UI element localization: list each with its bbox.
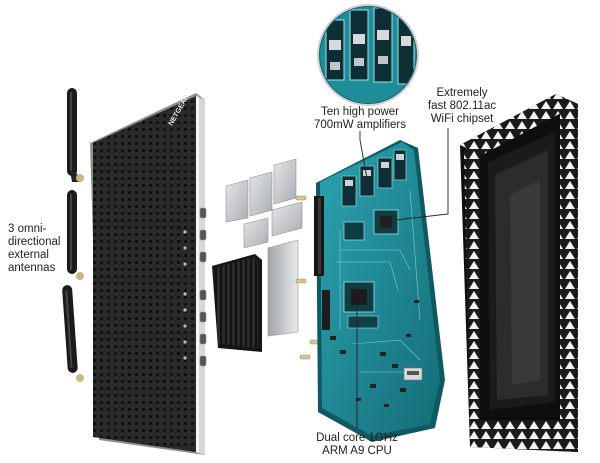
shield-plates xyxy=(225,158,303,337)
label-antennas-line-3: external xyxy=(8,249,49,261)
label-chipset-line-2: fast 802.11ac xyxy=(427,100,497,112)
label-antennas-line-2: directional xyxy=(8,236,61,248)
label-chipset: Extremely fast 802.11ac WiFi chipset xyxy=(412,87,512,126)
router-front-housing xyxy=(90,93,207,455)
label-cpu-line-1: Dual core 1GHz xyxy=(316,432,398,444)
label-chipset-line-1: Extremely xyxy=(436,87,488,99)
heatsink xyxy=(212,254,262,352)
label-antennas-line-4: antennas xyxy=(8,262,56,274)
label-cpu-line-2: ARM A9 CPU xyxy=(322,445,392,457)
label-amplifiers-line-1: Ten high power xyxy=(321,106,399,118)
back-chassis xyxy=(460,94,578,452)
antenna-middle xyxy=(67,190,84,280)
mounting-pins xyxy=(295,195,319,360)
antenna-bottom xyxy=(62,285,84,382)
amplifiers-callout-line xyxy=(359,131,369,185)
circuit-board xyxy=(314,140,445,442)
antenna-top xyxy=(67,88,84,182)
label-amplifiers-line-2: 700mW amplifiers xyxy=(313,119,407,131)
callout-lines xyxy=(356,128,449,428)
label-antennas-line-1: 3 omni- xyxy=(8,223,47,235)
label-cpu: Dual core 1GHz ARM A9 CPU xyxy=(302,432,412,458)
label-chipset-line-3: WiFi chipset xyxy=(430,113,494,125)
chipset-callout-line xyxy=(395,128,449,221)
label-antennas: 3 omni- directional external antennas xyxy=(8,223,60,275)
label-amplifiers: Ten high power 700mW amplifiers xyxy=(300,106,420,132)
zoom-detail-circle xyxy=(317,4,419,106)
